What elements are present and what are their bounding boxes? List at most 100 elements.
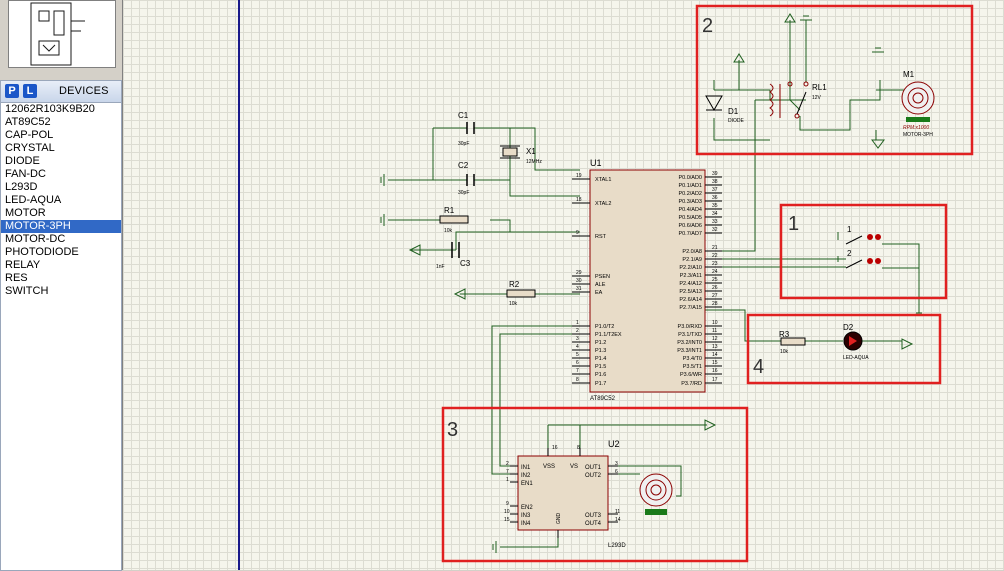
device-list-item[interactable]: RES (5, 272, 28, 284)
device-list-item[interactable]: MOTOR-DC (5, 233, 66, 245)
region-label-2: 2 (702, 15, 713, 37)
u1-pin-number: 34 (712, 211, 718, 217)
u1-pin-name: P1.3 (595, 348, 606, 354)
u1-pin-number: 27 (712, 293, 718, 299)
u1-pin-number: 14 (712, 352, 718, 358)
u1-pin-name: P2.3/A11 (680, 273, 702, 279)
r3-value: 10k (780, 349, 789, 355)
u1-part: AT89C52 (590, 396, 616, 402)
m1-rpm: RPM:x1000 (903, 125, 929, 131)
r3-ref: R3 (779, 330, 790, 339)
u1-chip[interactable]: U1 AT89C52 19XTAL118XTAL29RST29PSEN30ALE… (572, 158, 722, 402)
r1-c3[interactable]: R1 10k 1nF C3 (436, 206, 471, 270)
u1-pin-number: 18 (576, 197, 582, 203)
r2-value: 10k (509, 301, 518, 307)
crystal-c1-c2[interactable]: C1 30pF C2 30pF X1 12MHz (458, 111, 542, 196)
region-label-3: 3 (447, 419, 458, 441)
u1-pin-name: P1.4 (595, 356, 606, 362)
u1-pin-name: P1.6 (595, 372, 606, 378)
u1-pin-number: 23 (712, 261, 718, 267)
u1-pin-number: 15 (712, 360, 718, 366)
library-manager-button[interactable]: L (23, 84, 37, 98)
u2-out3: OUT3 (585, 513, 602, 519)
device-list-item[interactable]: LED-AQUA (5, 194, 62, 206)
power-symbols (380, 13, 922, 553)
device-list-item[interactable]: CRYSTAL (5, 142, 55, 154)
u1-pin-name: P2.0/A8 (682, 249, 702, 255)
u1-pin-name: P3.6/WR (680, 372, 702, 378)
switches[interactable]: 1 2 (845, 225, 881, 269)
u2-in2-num: 7 (506, 469, 509, 475)
u1-pin-name: XTAL2 (595, 201, 611, 207)
u1-pin-name: P3.3/INT1 (677, 348, 702, 354)
wires (388, 20, 920, 548)
c1-value: 30pF (458, 141, 469, 147)
u1-pin-name: RST (595, 234, 607, 240)
u1-pin-name: P0.4/AD4 (678, 207, 702, 213)
u1-pin-name: P0.7/AD7 (678, 231, 702, 237)
u2-in2: IN2 (521, 473, 531, 479)
u1-pin-number: 16 (712, 368, 718, 374)
u1-pin-number: 19 (576, 173, 582, 179)
u1-pin-number: 39 (712, 171, 718, 177)
device-list-item[interactable]: L293D (5, 181, 38, 193)
c2-ref: C2 (458, 161, 469, 170)
r2[interactable]: R2 10k (506, 280, 536, 307)
u2-vs-num: 8 (577, 445, 580, 451)
switch-2-label: 2 (847, 249, 852, 258)
d1-ref: D1 (728, 107, 739, 116)
u1-pin-number: 2 (576, 328, 579, 334)
u1-pin-number: 30 (576, 278, 582, 284)
u1-pin-name: P0.1/AD1 (678, 183, 702, 189)
d1-value: DIODE (728, 118, 745, 124)
device-list-item[interactable]: FAN-DC (5, 168, 46, 180)
u2-in4-num: 15 (504, 517, 510, 523)
relay-diode-motor[interactable]: D1 DIODE RL1 12V M1 RPM:x1000 MOTOR-3PH (705, 70, 935, 138)
schematic-drawing: U1 AT89C52 19XTAL118XTAL29RST29PSEN30ALE… (380, 4, 974, 563)
u1-pin-number: 6 (576, 360, 579, 366)
u1-pin-name: P3.2/INT0 (677, 340, 702, 346)
u1-pin-name: P2.4/A12 (679, 281, 702, 287)
u2-out1-num: 3 (615, 461, 618, 467)
u1-pin-name: P1.7 (595, 381, 606, 387)
u1-pin-name: EA (595, 290, 603, 296)
device-list-item[interactable]: MOTOR (5, 207, 46, 219)
u1-pin-name: P0.0/AD0 (678, 175, 702, 181)
x1-ref: X1 (526, 147, 536, 156)
device-list-item[interactable]: PHOTODIODE (5, 246, 79, 258)
u2-out3-num: 11 (615, 509, 620, 515)
u1-pin-number: 36 (712, 195, 718, 201)
u2-in3-num: 10 (504, 509, 510, 515)
switch-1-label: 1 (847, 225, 852, 234)
u2-chip[interactable]: U2 L293D VSS VS 16 8 GND IN1 IN2 EN1 EN2… (504, 439, 673, 549)
r3-led[interactable]: R3 10k D2 LED-AQUA (779, 323, 869, 361)
u2-in3: IN3 (521, 513, 531, 519)
u1-pin-number: 32 (712, 227, 718, 233)
u2-in1: IN1 (521, 465, 531, 471)
u1-pin-number: 22 (712, 253, 718, 259)
rl1-ref: RL1 (812, 83, 827, 92)
device-list-item[interactable]: RELAY (5, 259, 41, 271)
u1-pin-name: P1.0/T2 (595, 324, 614, 330)
overview-window[interactable] (8, 0, 116, 68)
u1-pin-number: 24 (712, 269, 718, 275)
m1-ref: M1 (903, 70, 915, 79)
device-list-item[interactable]: 12062R103K9B20 (5, 103, 95, 115)
u1-pin-number: 13 (712, 344, 718, 350)
u2-en2-num: 9 (506, 501, 509, 507)
r2-ref: R2 (509, 280, 520, 289)
u1-pin-number: 38 (712, 179, 718, 185)
c3-value: 1nF (436, 264, 445, 270)
device-list-item[interactable]: MOTOR-3PH (1, 220, 121, 233)
device-list-item[interactable]: DIODE (5, 155, 40, 167)
device-list-item[interactable]: AT89C52 (5, 116, 51, 128)
device-list-item[interactable]: CAP-POL (5, 129, 54, 141)
device-list-item[interactable]: SWITCH (5, 285, 49, 297)
pick-devices-button[interactable]: P (5, 84, 19, 98)
u1-pin-number: 28 (712, 301, 718, 307)
u1-pin-name: ALE (595, 282, 606, 288)
u1-ref: U1 (590, 158, 602, 168)
u1-pin-number: 4 (576, 344, 579, 350)
